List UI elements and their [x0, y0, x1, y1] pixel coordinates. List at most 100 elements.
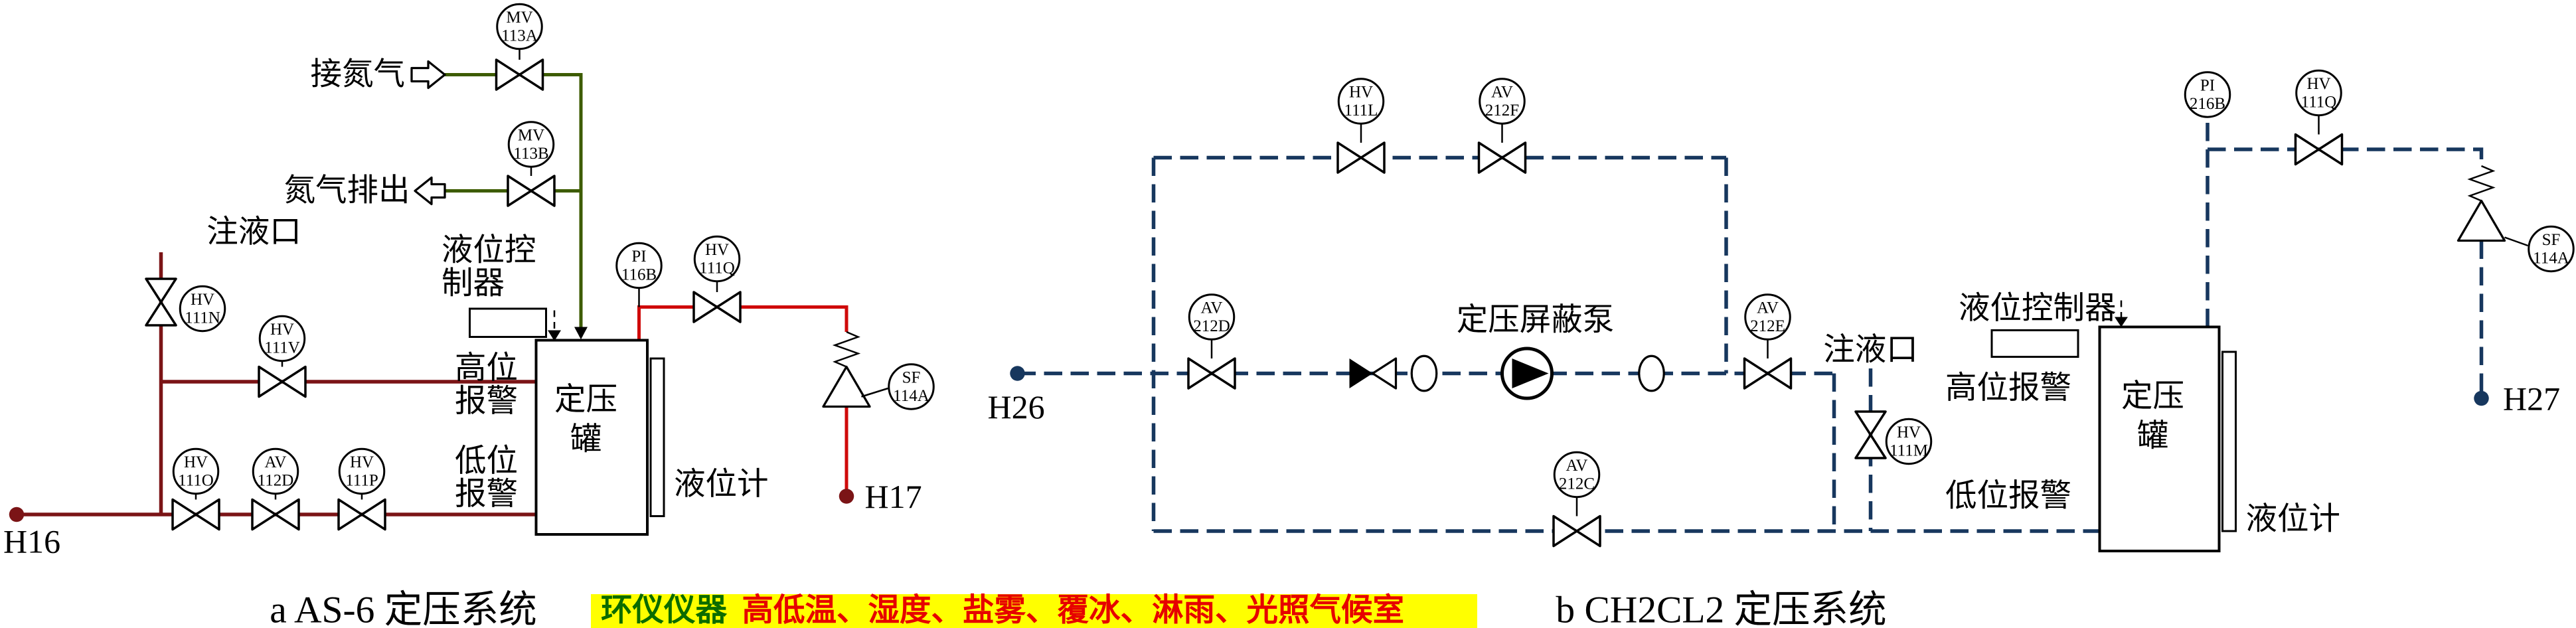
node-h17-label: H17: [865, 478, 922, 515]
instrument-tag: HV: [270, 321, 294, 339]
instrument-bubble-hv111q-b: HV 111Q: [2295, 69, 2342, 117]
instrument-bubble-av112d: AV 112D: [252, 447, 299, 495]
low-alarm-label-a-line1: 低位: [455, 444, 518, 479]
check-valve-filled-icon: [1349, 358, 1373, 388]
instrument-num: 113A: [501, 27, 538, 44]
node-h16-dot: [9, 507, 25, 522]
tank-label-a-line2: 罐: [570, 423, 602, 457]
instrument-bubble-mv113a: MV 113A: [496, 3, 543, 50]
instrument-tag: HV: [191, 291, 214, 309]
instrument-num: 111V: [264, 339, 300, 356]
tank-label-a-line1: 定压: [554, 383, 617, 418]
level-controller-label-a-line1: 液位控: [442, 234, 536, 268]
instrument-bubble-mv113b: MV 113B: [507, 121, 555, 168]
node-h16-label: H16: [3, 523, 60, 560]
level-controller-box-b: [1990, 329, 2079, 358]
instrument-num: 111P: [345, 471, 378, 489]
valve-hv111p: [337, 498, 386, 531]
instrument-circle: [1188, 293, 1236, 341]
instrument-bubble-hv111q-a: HV 111Q: [693, 235, 741, 283]
instrument-num: 113B: [513, 145, 548, 163]
watermark-text: 高低温、湿度、盐雾、覆冰、淋雨、光照气候室: [742, 593, 1405, 628]
instrument-tag: PI: [2200, 76, 2215, 94]
node-h26-dot: [1010, 366, 1025, 381]
instrument-bubble-hv111l: HV 111L: [1337, 78, 1385, 125]
node-h17-dot: [839, 489, 854, 504]
instrument-num: 112D: [258, 471, 294, 489]
system-a-diagram: MV 113A MV 113B HV 111N HV 111V HV 111O …: [3, 3, 935, 560]
valve-hv111q-a: [692, 291, 742, 323]
instrument-circle: [252, 447, 299, 495]
instrument-bubble-sf114a-a: SF 114A: [888, 363, 935, 410]
instrument-num: 114A: [2533, 249, 2569, 267]
tank-label-b-line2: 罐: [2137, 420, 2169, 454]
instrument-num: 111L: [1344, 102, 1378, 119]
pressure-tank-b: [2098, 325, 2221, 553]
valve-av212d: [1187, 357, 1236, 390]
instrument-num: 114A: [893, 387, 929, 405]
captions: a AS-6 定压系统 环仪仪器 高低温、湿度、盐雾、覆冰、淋雨、光照气候室 b…: [270, 589, 1887, 628]
high-alarm-label-a-line1: 高位: [455, 351, 518, 386]
pipe-relief-b: [2208, 147, 2484, 167]
level-controller-label-a-line2: 制器: [442, 267, 505, 301]
stem-sf114a-a: [861, 387, 888, 398]
nitrogen-out-label: 氮气排出: [284, 174, 410, 208]
instrument-circle: [179, 285, 226, 333]
pipe-nitrogen-supply: [445, 73, 583, 337]
node-h27-label: H27: [2503, 380, 2560, 418]
instrument-num: 212D: [1193, 317, 1230, 335]
instrument-tag: HV: [2306, 75, 2330, 93]
valve-hv111v: [258, 365, 307, 398]
system-b-diagram: HV 111L AV 212F AV 212D AV 212E AV 212C …: [988, 69, 2575, 553]
watermark-highlight: [591, 594, 1477, 628]
instrument-circle: [172, 447, 220, 495]
relief-valve-b-icon: [2456, 199, 2506, 242]
fill-port-label-b: 注液口: [1823, 333, 1918, 368]
level-gauge-b: [2221, 351, 2237, 532]
instrument-tag: HV: [1349, 83, 1373, 101]
instrument-circle: [507, 121, 555, 168]
instrument-circle: [338, 447, 386, 495]
stem-sf114a-b: [2504, 236, 2528, 247]
instrument-num: 111M: [1890, 441, 1928, 459]
low-alarm-label-a-line2: 报警: [455, 477, 518, 512]
instrument-tag: HV: [350, 453, 374, 471]
caption-system-a: a AS-6 定压系统: [270, 589, 537, 628]
instrument-tag: MV: [506, 9, 532, 27]
instrument-num: 111Q: [2301, 93, 2337, 111]
instrument-num: 216B: [2190, 95, 2225, 113]
nitrogen-in-arrow-icon: [410, 60, 446, 90]
low-alarm-label-b: 低位报警: [1945, 479, 2071, 514]
valve-hv111l: [1336, 141, 1386, 174]
instrument-tag: AV: [1566, 457, 1588, 475]
instrument-circle: [888, 363, 935, 410]
flex-connector-right-icon: [1638, 354, 1665, 392]
level-gauge-label-a: 液位计: [674, 467, 769, 502]
relief-valve-a-icon: [822, 365, 871, 408]
controller-signal-arrow-a-icon: [548, 330, 561, 341]
tank-label-b-line1: 定压: [2121, 380, 2184, 414]
node-h26-label: H26: [988, 388, 1045, 426]
instrument-circle: [1337, 78, 1385, 125]
instrument-tag: AV: [1757, 299, 1779, 317]
instrument-bubble-av212f: AV 212F: [1479, 78, 1526, 125]
pump-impeller-icon: [1512, 358, 1549, 388]
valve-av112d: [251, 498, 300, 531]
pressure-tank-a: [534, 339, 649, 536]
caption-system-b: b CH2CL2 定压系统: [1556, 589, 1886, 628]
instrument-bubble-hv111n: HV 111N: [179, 285, 226, 333]
valve-av212e: [1743, 357, 1793, 390]
controller-signal-arrow-b-icon: [2115, 317, 2128, 327]
instrument-num: 111O: [178, 471, 214, 489]
instrument-circle: [1479, 78, 1526, 125]
high-alarm-label-b: 高位报警: [1945, 371, 2071, 406]
instrument-circle: [1744, 293, 1791, 341]
instrument-num: 116B: [621, 266, 657, 283]
instrument-tag: MV: [518, 126, 544, 144]
instrument-bubble-av212d: AV 212D: [1188, 293, 1236, 341]
valve-av212f: [1477, 141, 1527, 174]
level-controller-label-b: 液位控制器: [1959, 291, 2117, 326]
instrument-num: 212F: [1485, 102, 1519, 119]
valve-hv111q-b: [2294, 133, 2344, 166]
level-gauge-a: [649, 357, 665, 518]
